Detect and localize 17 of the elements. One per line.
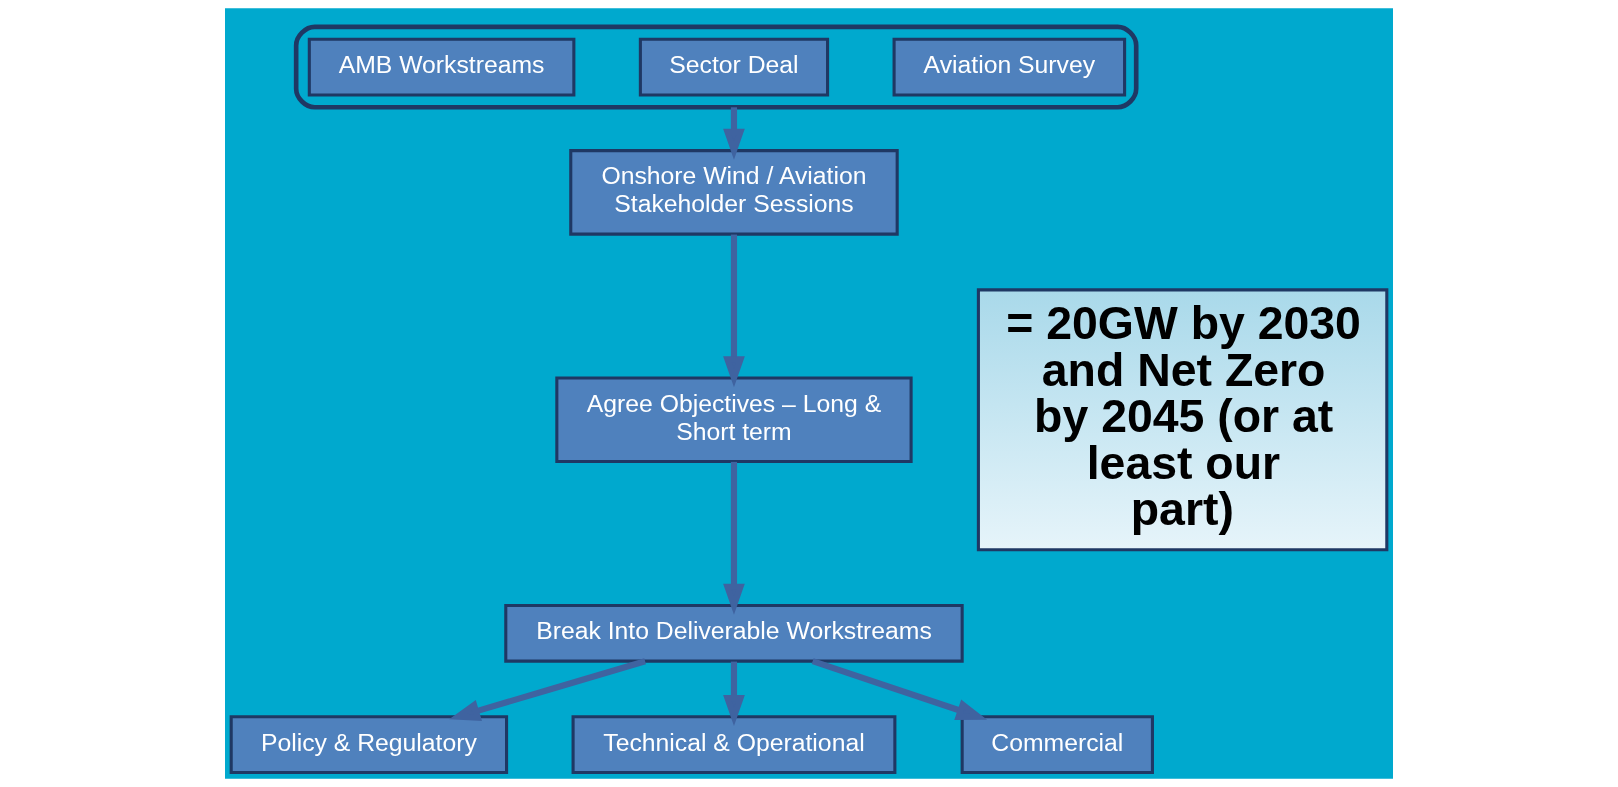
arrow xyxy=(723,461,745,615)
arrow xyxy=(723,234,745,388)
node-box: = 20GW by 2030 and Net Zero by 2045 (or at least our part) xyxy=(976,288,1389,552)
arrow xyxy=(449,658,646,721)
node-box: Onshore Wind / Aviation Stakeholder Sessions xyxy=(569,149,899,236)
arrow xyxy=(723,661,745,727)
node-box: Sector Deal xyxy=(638,37,830,97)
node-box: Aviation Survey xyxy=(892,37,1127,97)
arrow xyxy=(811,658,988,721)
node-box: Commercial xyxy=(960,715,1154,775)
node-box: Policy & Regulatory xyxy=(229,715,509,775)
node-box: Agree Objectives – Long & Short term xyxy=(555,376,913,464)
node-box: Break Into Deliverable Workstreams xyxy=(504,603,964,663)
node-box: Technical & Operational xyxy=(571,715,897,775)
cluster xyxy=(293,24,1139,110)
node-box: AMB Workstreams xyxy=(307,37,576,97)
arrow xyxy=(723,107,745,160)
